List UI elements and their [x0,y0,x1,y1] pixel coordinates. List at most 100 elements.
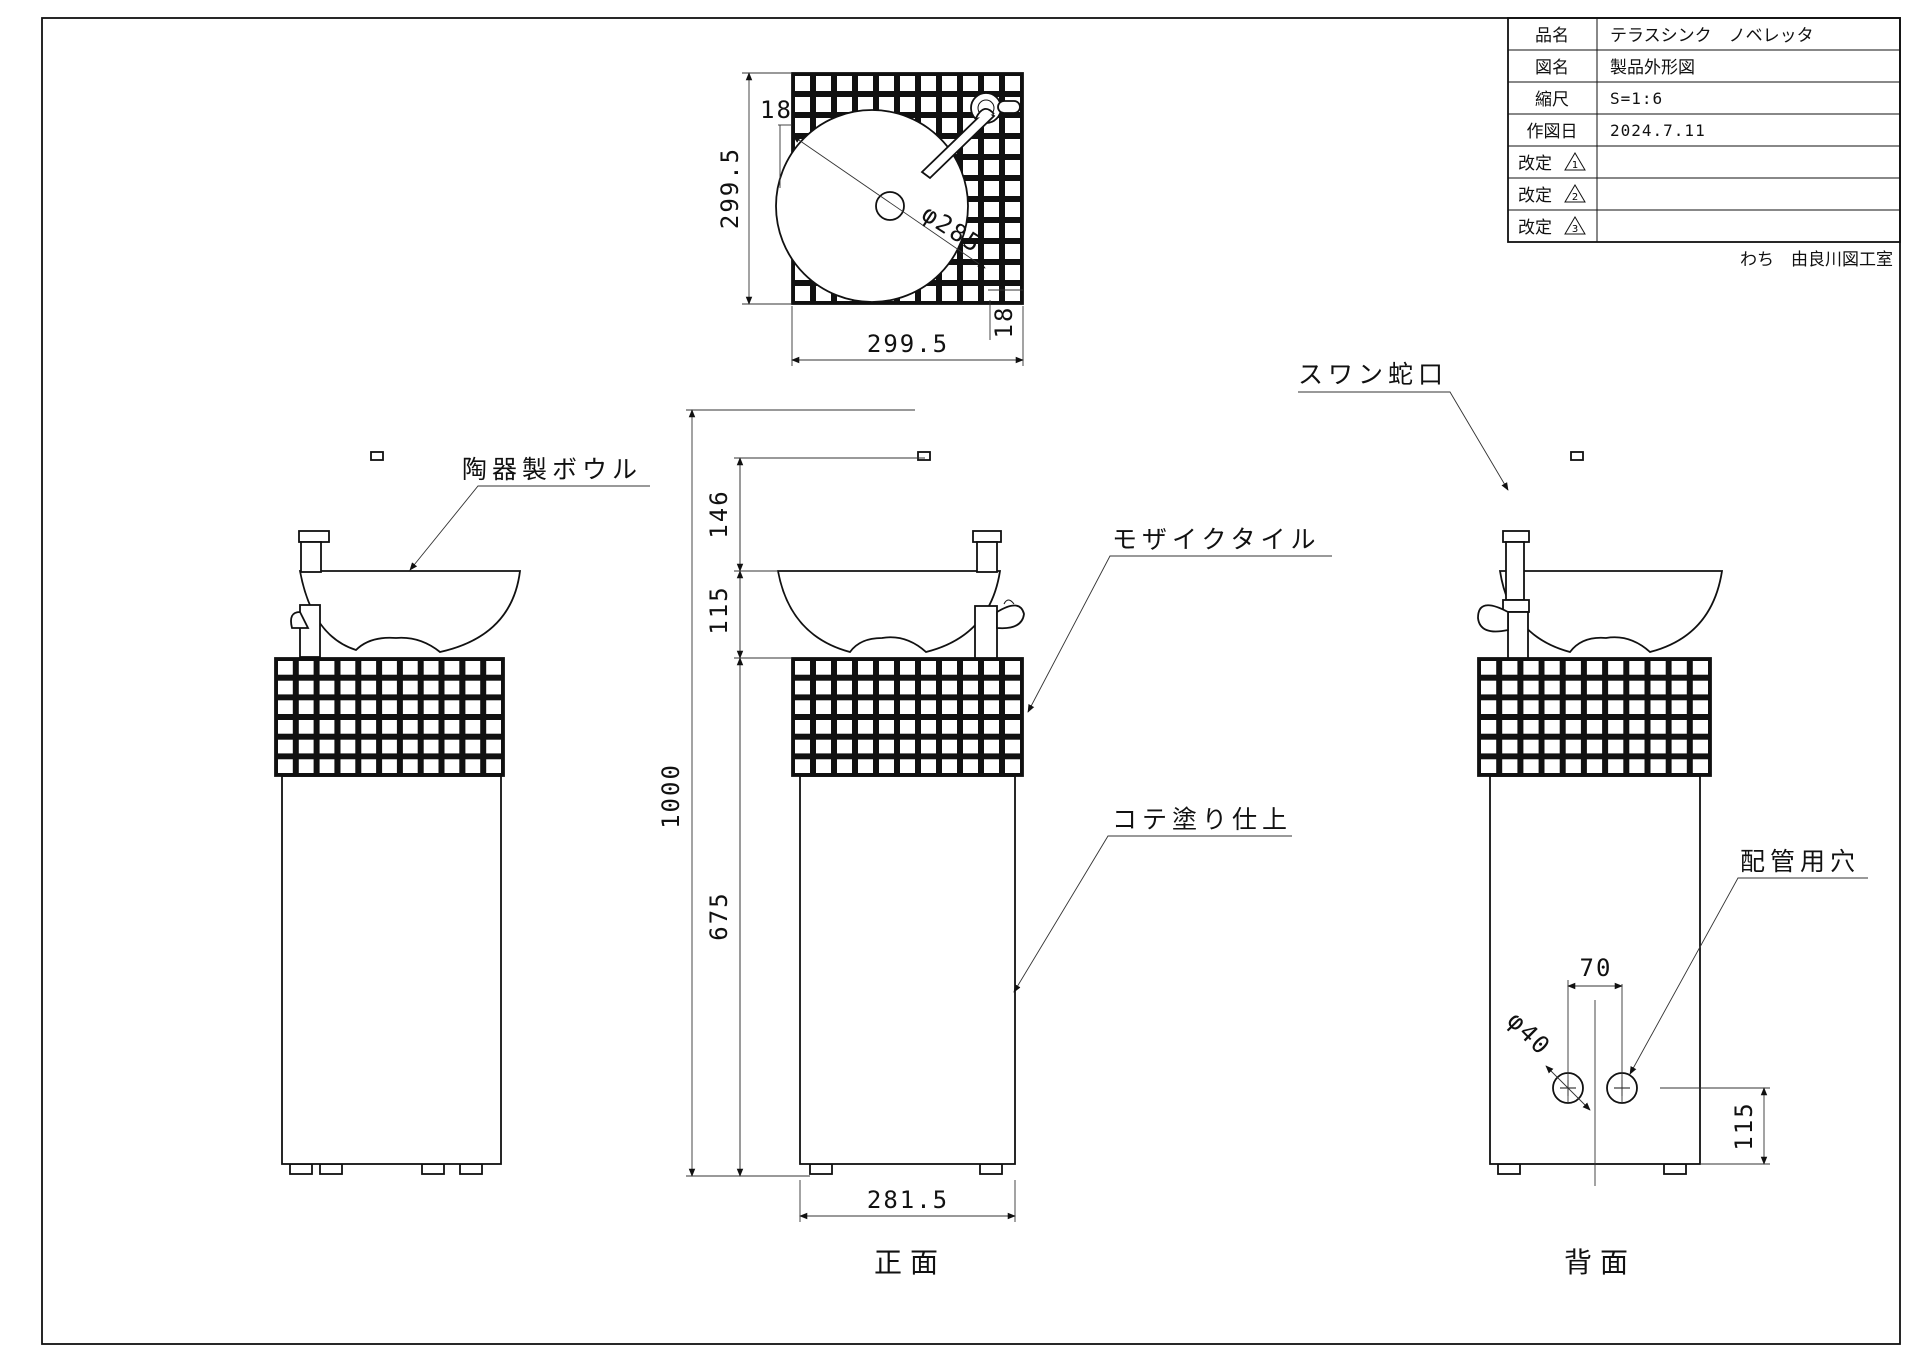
title-value-date: 2024.7.11 [1610,121,1706,140]
mosaic-tile [339,659,357,676]
mosaic-tile [1003,221,1022,240]
mosaic-tile [1628,738,1646,755]
mosaic-tile [1003,659,1022,676]
mosaic-tile [1003,699,1022,716]
back-view: 70 φ40 115 スワン蛇口 配管用穴 背面 [1298,360,1868,1279]
title-label-revision-2: 改定 [1518,186,1552,206]
revision-triangle-icon: 1 [1564,152,1586,171]
mosaic-tile [1543,758,1561,775]
mosaic-tile [961,679,980,696]
mosaic-tile [877,738,896,755]
mosaic-tile [297,679,315,696]
mosaic-tile [1564,718,1583,735]
back-dim-hole-height: 115 [1730,1101,1758,1150]
mosaic-tile [940,95,959,114]
mosaic-tile [877,758,896,775]
mosaic-tile [1628,758,1646,775]
mosaic-tile [422,699,440,716]
mosaic-tile [339,738,357,755]
mosaic-tile [1003,738,1022,755]
mosaic-tile [919,95,938,114]
mosaic-tile [856,738,875,755]
mosaic-tile [1543,659,1561,676]
mosaic-tile [961,718,980,735]
title-label-product: 品名 [1535,26,1569,46]
mosaic-tile [982,738,1001,755]
mosaic-tile [1585,738,1604,755]
mosaic-tile [814,659,833,676]
mosaic-tile [919,699,938,716]
mosaic-tile [793,74,812,93]
mosaic-tile [1522,679,1540,696]
mosaic-tile [1691,659,1710,676]
mosaic-tile [1500,659,1519,676]
title-label-revision-3: 改定 [1518,218,1552,238]
mosaic-tile [1003,679,1022,696]
mosaic-tile [297,699,315,716]
mosaic-tile [1649,679,1667,696]
mosaic-tile [919,738,938,755]
mosaic-tile [1543,718,1561,735]
mosaic-tile [877,679,896,696]
mosaic-tile [1691,718,1710,735]
mosaic-tile [835,758,854,775]
mosaic-tile [835,659,854,676]
mosaic-tile [793,699,812,716]
mosaic-tile [898,659,917,676]
mosaic-tile [485,679,503,696]
plan-view: φ285 299.5 18 18 299.5 [716,72,1024,366]
mosaic-tile [464,738,482,755]
mosaic-tile [940,718,959,735]
mosaic-tile [401,679,419,696]
mosaic-tile [835,74,854,93]
mosaic-tile [793,758,812,775]
mosaic-tile [1585,718,1604,735]
mosaic-tile [339,758,357,775]
mosaic-tile [898,95,917,114]
mosaic-tile [443,699,461,716]
mosaic-tile [982,718,1001,735]
mosaic-tile [464,718,482,735]
front-view: 146 115 1000 675 281.5 モザイクタイル コテ塗り仕上 正面 [657,407,1332,1279]
mosaic-tile [1003,137,1022,156]
mosaic-tile [793,659,812,676]
mosaic-tile [380,738,399,755]
front-tile-grid [792,658,1023,776]
mosaic-tile [961,263,980,282]
mosaic-tile [401,718,419,735]
mosaic-tile [276,659,294,676]
mosaic-tile [1500,758,1519,775]
mosaic-tile [982,137,1001,156]
title-value-product: テラスシンク ノベレッタ [1610,26,1814,46]
mosaic-tile [1543,679,1561,696]
mosaic-tile [793,718,812,735]
drawing-frame [41,17,1901,1345]
mosaic-tile [940,679,959,696]
mosaic-tile [940,699,959,716]
mosaic-tile [961,758,980,775]
mosaic-tile [297,758,315,775]
mosaic-tile [1670,699,1688,716]
mosaic-tile [422,758,440,775]
mosaic-tile [464,699,482,716]
label-bowl: 陶器製ボウル [462,455,642,484]
mosaic-tile [360,758,378,775]
mosaic-tile [814,699,833,716]
mosaic-tile [1564,659,1583,676]
mosaic-tile [1479,659,1498,676]
mosaic-tile [464,659,482,676]
label-finish: コテ塗り仕上 [1112,805,1292,834]
mosaic-tile [982,200,1001,219]
tile-grout [1478,658,1711,776]
mosaic-tile [898,74,917,93]
mosaic-tile [1522,699,1540,716]
side-tile-grid [275,658,504,776]
mosaic-tile [814,738,833,755]
mosaic-tile [360,718,378,735]
title-label-date: 作図日 [1527,122,1578,142]
mosaic-tile [1585,699,1604,716]
mosaic-tile [485,738,503,755]
tile-grout [792,658,1023,776]
front-faucet [917,407,1025,659]
mosaic-tile [422,718,440,735]
